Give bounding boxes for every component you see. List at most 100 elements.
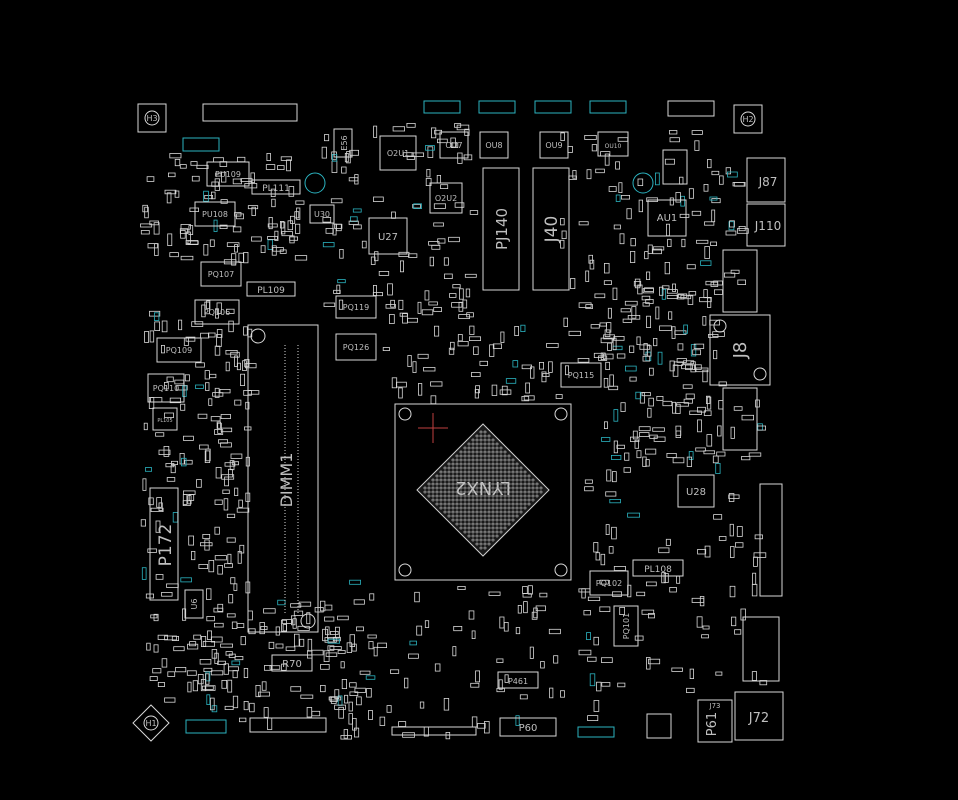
passive-component bbox=[635, 391, 642, 400]
passive-component bbox=[324, 604, 333, 611]
bga-ball bbox=[463, 494, 467, 498]
passive-component bbox=[503, 622, 509, 632]
passive-component bbox=[368, 710, 373, 721]
passive-component bbox=[560, 239, 565, 249]
bga-ball bbox=[499, 446, 503, 450]
passive-component bbox=[150, 614, 158, 619]
bga-ball bbox=[515, 470, 519, 474]
passive-component bbox=[443, 698, 450, 711]
bga-ball bbox=[499, 462, 503, 466]
bga-ball bbox=[471, 522, 475, 526]
bga-ball bbox=[451, 474, 455, 478]
pu109-label: PU109 bbox=[215, 170, 241, 179]
passive-component bbox=[727, 171, 738, 178]
passive-component bbox=[290, 603, 302, 608]
passive-component bbox=[683, 324, 688, 334]
bga-ball bbox=[463, 458, 467, 462]
bga-ball bbox=[475, 446, 479, 450]
passive-component bbox=[456, 124, 470, 131]
passive-component bbox=[228, 320, 234, 333]
passive-component bbox=[402, 152, 414, 157]
bga-ball bbox=[503, 510, 507, 514]
passive-component bbox=[568, 330, 582, 336]
bga-ball bbox=[443, 470, 447, 474]
passive-component bbox=[672, 283, 676, 292]
passive-component bbox=[353, 224, 362, 230]
passive-component bbox=[694, 140, 700, 151]
bga-ball bbox=[467, 446, 471, 450]
passive-component bbox=[198, 564, 208, 570]
passive-component bbox=[268, 641, 275, 649]
bga-ball bbox=[463, 526, 467, 530]
passive-component bbox=[496, 688, 505, 693]
passive-component bbox=[462, 299, 468, 309]
bga-ball bbox=[479, 510, 483, 514]
cpu-label: LYNX2 bbox=[455, 477, 511, 498]
bga-ball bbox=[483, 534, 487, 538]
passive-component bbox=[338, 706, 344, 719]
passive-component bbox=[757, 423, 763, 431]
passive-component bbox=[669, 360, 675, 372]
bga-ball bbox=[475, 530, 479, 534]
bga-ball bbox=[455, 482, 459, 486]
passive-component bbox=[242, 360, 247, 372]
bga-ball bbox=[483, 438, 487, 442]
passive-component bbox=[279, 220, 285, 229]
passive-component bbox=[674, 330, 687, 335]
passive-component bbox=[665, 538, 671, 546]
passive-component bbox=[220, 442, 232, 448]
passive-component bbox=[167, 671, 176, 677]
passive-component bbox=[431, 244, 441, 250]
passive-component bbox=[411, 152, 425, 157]
passive-component bbox=[700, 260, 712, 266]
passive-component bbox=[416, 625, 423, 636]
passive-component bbox=[584, 486, 594, 492]
passive-component bbox=[247, 390, 260, 395]
passive-component bbox=[425, 177, 432, 186]
passive-component bbox=[636, 450, 642, 459]
bga-ball bbox=[455, 490, 459, 494]
bga-ball bbox=[515, 498, 519, 502]
bga-ball bbox=[455, 518, 459, 522]
passive-component bbox=[686, 687, 695, 693]
bga-ball bbox=[459, 514, 463, 518]
passive-component bbox=[228, 653, 236, 658]
passive-component bbox=[147, 548, 157, 553]
passive-component bbox=[285, 646, 296, 651]
bga-ball bbox=[479, 442, 483, 446]
bga-ball bbox=[447, 502, 451, 506]
bga-ball bbox=[439, 482, 443, 486]
bga-ball bbox=[503, 466, 507, 470]
bga-ball bbox=[535, 494, 539, 498]
passive-component bbox=[327, 638, 341, 644]
passive-component bbox=[161, 320, 168, 333]
passive-component bbox=[199, 542, 213, 547]
passive-component bbox=[205, 448, 211, 462]
bga-ball bbox=[475, 486, 479, 490]
passive-component bbox=[570, 278, 576, 290]
passive-component bbox=[549, 687, 554, 699]
bga-ball bbox=[483, 434, 487, 438]
passive-component bbox=[311, 649, 324, 656]
passive-component bbox=[187, 643, 199, 650]
passive-component bbox=[669, 137, 680, 143]
passive-component bbox=[560, 218, 565, 226]
passive-component bbox=[248, 628, 256, 635]
passive-component bbox=[753, 556, 758, 567]
passive-component bbox=[624, 452, 630, 461]
passive-component bbox=[730, 426, 735, 439]
passive-component bbox=[388, 314, 395, 324]
passive-component bbox=[443, 257, 449, 266]
bga-ball bbox=[471, 442, 475, 446]
bga-ball bbox=[503, 490, 507, 494]
passive-component bbox=[699, 596, 705, 607]
passive-component bbox=[691, 210, 702, 216]
bga-ball bbox=[487, 466, 491, 470]
passive-component bbox=[604, 262, 610, 274]
passive-component bbox=[191, 551, 196, 561]
passive-component bbox=[691, 130, 703, 135]
bga-ball bbox=[463, 530, 467, 534]
passive-component bbox=[187, 681, 192, 693]
bga-ball bbox=[503, 518, 507, 522]
bga-ball bbox=[519, 490, 523, 494]
